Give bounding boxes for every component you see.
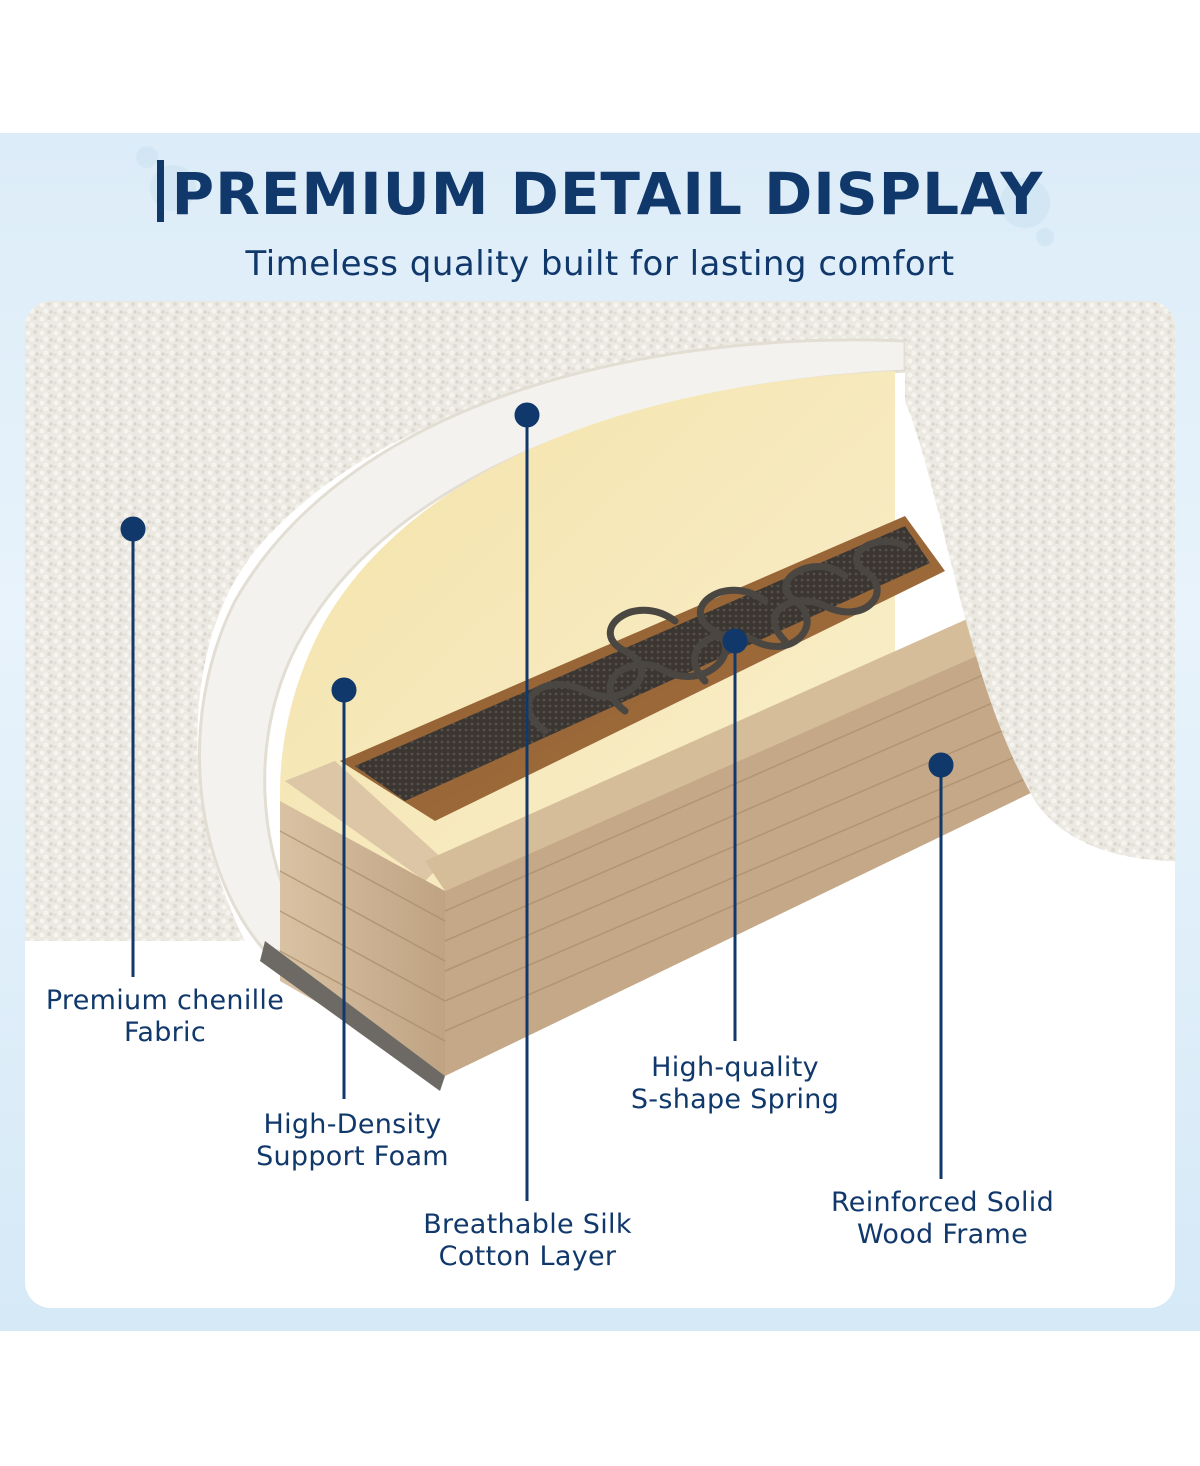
- callout-spring: High-quality S-shape Spring: [605, 1052, 865, 1116]
- product-cross-section-panel: Premium chenille Fabric High-Density Sup…: [25, 301, 1175, 1308]
- callout-fabric-line1: Premium chenille: [45, 985, 285, 1016]
- leader-dot-fabric: [120, 516, 146, 542]
- dust-cover: [260, 941, 445, 1091]
- chenille-fabric-armrest: [905, 301, 1175, 861]
- callout-silk-line2: Cotton Layer: [438, 1241, 617, 1272]
- callout-frame-line1: Reinforced Solid: [830, 1187, 1055, 1218]
- decor-bubble: [1036, 228, 1054, 246]
- leader-dot-spring: [722, 628, 748, 654]
- callout-frame: Reinforced Solid Wood Frame: [800, 1187, 1085, 1251]
- callout-silk: Breathable Silk Cotton Layer: [400, 1209, 655, 1273]
- callout-fabric-line2: Fabric: [124, 1017, 206, 1048]
- leader-dot-silk: [514, 402, 540, 428]
- callout-fabric: Premium chenille Fabric: [25, 985, 305, 1049]
- decor-bubble: [1000, 178, 1050, 228]
- wood-layers: [279, 660, 1033, 1042]
- leader-dot-frame: [928, 752, 954, 778]
- decor-bubble: [136, 146, 158, 168]
- callout-silk-line1: Breathable Silk: [423, 1209, 632, 1240]
- callout-frame-line2: Wood Frame: [857, 1219, 1028, 1250]
- wood-frame-rail: [425, 611, 1010, 891]
- callout-spring-line2: S-shape Spring: [630, 1084, 840, 1115]
- callout-spring-line1: High-quality: [651, 1052, 819, 1083]
- page-title: PREMIUM DETAIL DISPLAY: [0, 160, 1200, 228]
- wood-frame-top: [285, 761, 445, 881]
- callout-foam: High-Density Support Foam: [225, 1109, 480, 1173]
- leader-dot-foam: [331, 677, 357, 703]
- title-text: PREMIUM DETAIL DISPLAY: [171, 160, 1044, 228]
- callout-leaders: [120, 402, 954, 1201]
- wood-frame-front: [280, 801, 445, 1076]
- sofa-cross-section-illustration: [25, 301, 1175, 1091]
- chenille-fabric-outer: [25, 301, 925, 941]
- callout-foam-line1: High-Density: [263, 1109, 442, 1140]
- title-accent-bar: [156, 160, 164, 222]
- callout-foam-line2: Support Foam: [256, 1141, 449, 1172]
- page-subtitle: Timeless quality built for lasting comfo…: [245, 244, 955, 284]
- s-shape-springs: [524, 537, 909, 735]
